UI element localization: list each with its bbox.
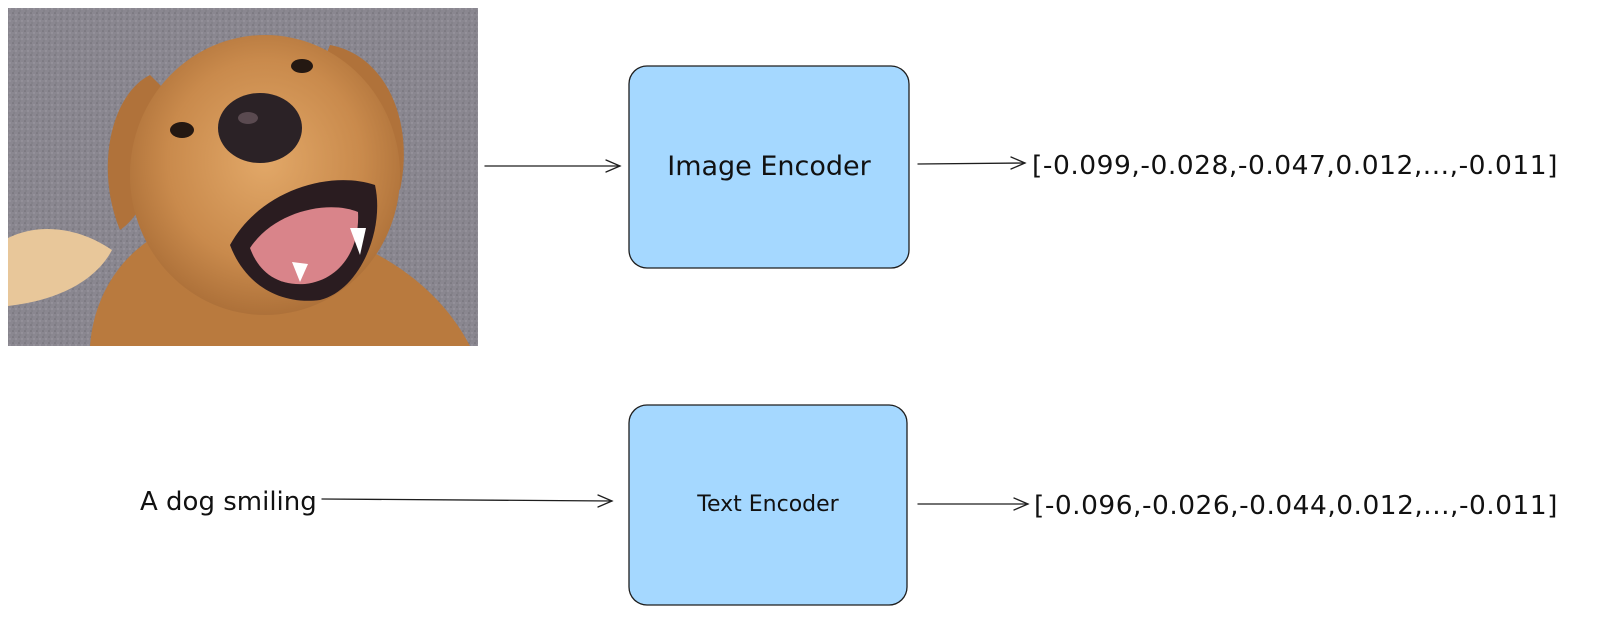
- dog-eye-right: [291, 59, 313, 73]
- text-input-label: A dog smiling: [140, 487, 317, 517]
- arrow-text-encoder-to-embedding: [917, 497, 1030, 511]
- text-embedding-vector: [-0.096,-0.026,-0.044,0.012,...,-0.011]: [1034, 491, 1558, 521]
- dog-eye-left: [170, 122, 194, 138]
- image-embedding-vector: [-0.099,-0.028,-0.047,0.012,...,-0.011]: [1032, 151, 1558, 181]
- text-encoder-box: Text Encoder: [628, 404, 908, 606]
- dog-nose: [218, 93, 302, 163]
- dog-photo: [8, 8, 478, 346]
- arrow-text-to-encoder: [321, 494, 614, 508]
- image-encoder-label: Image Encoder: [667, 151, 871, 182]
- arrow-image-to-encoder: [484, 159, 622, 173]
- arrow-image-encoder-to-embedding: [917, 156, 1027, 170]
- image-encoder-box: Image Encoder: [628, 65, 910, 269]
- dog-tail: [8, 228, 112, 306]
- text-encoder-label: Text Encoder: [696, 492, 839, 517]
